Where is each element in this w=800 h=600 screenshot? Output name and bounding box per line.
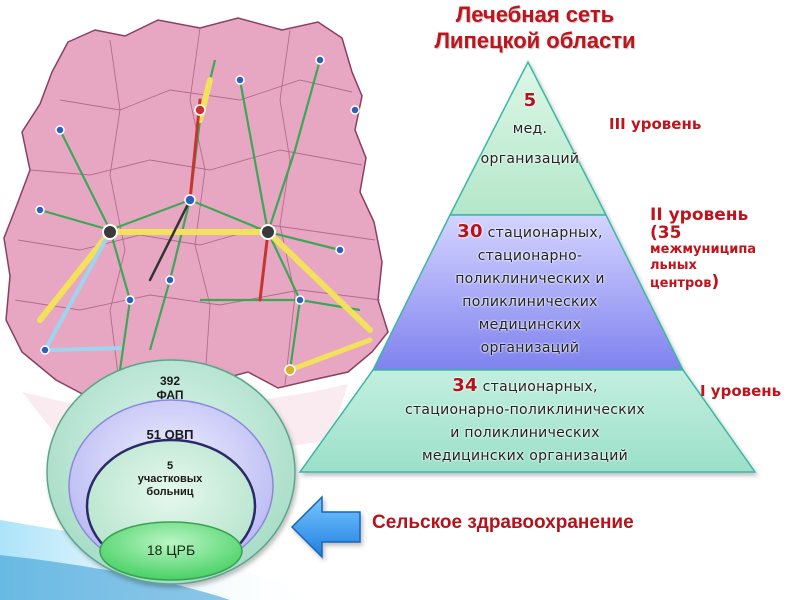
tier1-line3: и поликлинических (450, 425, 600, 441)
tier2-line6: организаций (480, 340, 580, 356)
tier1-line1: стационарных, (482, 379, 598, 395)
level-2-line5: центров (650, 276, 712, 291)
level-1-label: I уровень (700, 382, 782, 400)
circle-hospitals-line2: больниц (146, 486, 194, 498)
level-2-label: II уровень (35 межмуниципа льных центров… (650, 206, 780, 292)
circle-hospitals-label: 5 участковых больниц (120, 460, 220, 499)
level-2-line3: межмуниципа (650, 242, 757, 257)
circle-crb (99, 521, 243, 581)
tier2-line2: стационарно- (477, 248, 583, 264)
tier2-line3: поликлинических и (455, 271, 605, 287)
level-2-line1: II уровень (650, 205, 749, 225)
region-outline (3, 17, 389, 399)
circle-hospitals-count: 5 (166, 460, 174, 472)
circle-fap-count: 392 (159, 374, 181, 388)
arrow-left-icon (290, 495, 361, 559)
rural-circles (46, 359, 296, 585)
circle-crb-label: 18 ЦРБ (146, 542, 196, 558)
district-centres (35, 55, 360, 376)
tier1-label: 34 стационарных, стационарно-поликлиниче… (375, 374, 675, 468)
circle-hospitals-line1: участковых (137, 473, 203, 485)
circle-fap-name: ФАП (156, 388, 184, 402)
page-title-line2: Липецкой области (434, 28, 636, 53)
level-2-line4: льных (650, 258, 697, 273)
main-routes (37, 77, 373, 373)
pyramid (298, 60, 757, 473)
level-2-line2: (35 (650, 223, 682, 243)
tier2-count: 30 (457, 221, 483, 242)
rural-healthcare-label: Сельское здравоохранение (372, 512, 634, 533)
tier3-label: 5 мед. организаций (470, 88, 590, 174)
tier3-line2: организаций (480, 151, 580, 167)
page-title: Лечебная сеть Липецкой области (400, 2, 670, 54)
tier3-line1: мед. (512, 121, 548, 137)
pyramid-tier-1 (298, 369, 757, 473)
level-2-line5-wrap: центров) (650, 274, 780, 292)
tier1-line4: медицинских организаций (421, 448, 628, 464)
tier1-line2: стационарно-поликлинических (404, 402, 646, 418)
tier3-count: 5 (523, 90, 537, 111)
tier2-line1: стационарных, (487, 225, 603, 241)
level-2-line6: ) (711, 272, 720, 292)
tier2-line5: медицинских (478, 317, 582, 333)
page-title-line1: Лечебная сеть (455, 2, 615, 27)
circle-ovp-label: 51 ОВП (146, 427, 194, 442)
tier1-count: 34 (452, 375, 478, 396)
tier2-label: 30 стационарных, стационарно- поликлинич… (410, 220, 650, 360)
tier2-line4: поликлинических (462, 294, 598, 310)
circle-fap-label: 392 ФАП (140, 374, 200, 402)
level-3-label: III уровень (609, 115, 702, 133)
